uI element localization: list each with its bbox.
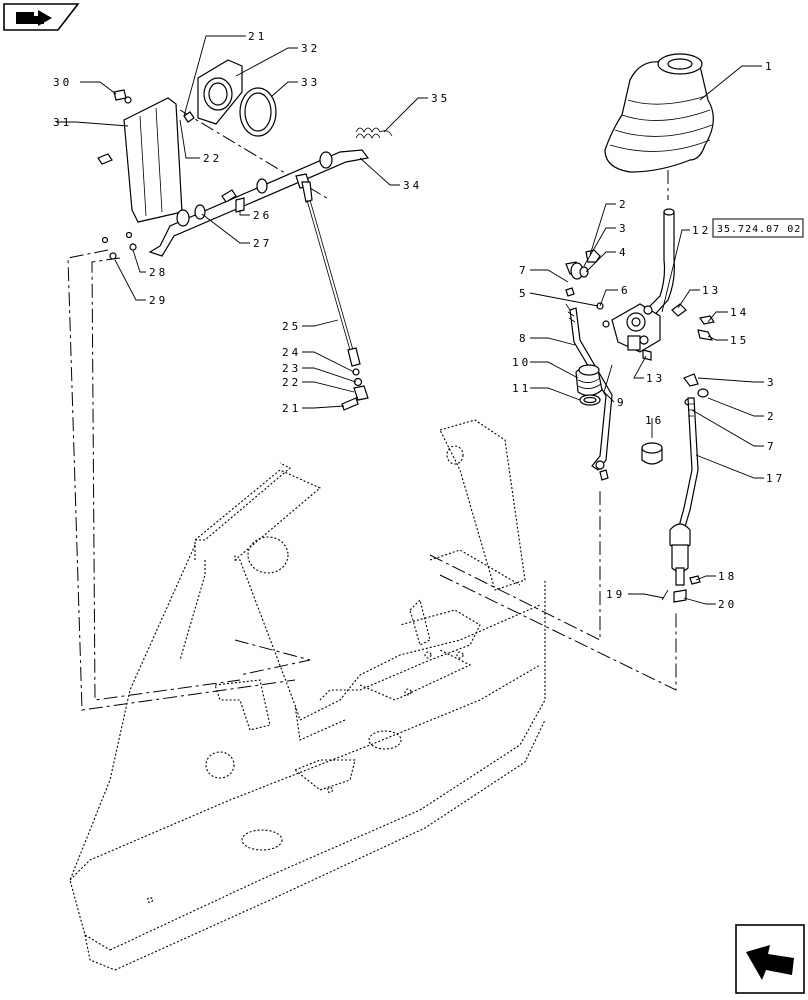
bracket-cover xyxy=(97,89,183,260)
callout-11: 11 xyxy=(512,382,531,395)
right-hardware xyxy=(565,249,715,406)
callout-14: 14 xyxy=(730,306,749,319)
shift-lever xyxy=(641,208,675,321)
callout-23: 23 xyxy=(282,362,301,375)
callout-3: 3 xyxy=(619,222,629,235)
callout-31: 31 xyxy=(53,116,72,129)
callout-15: 15 xyxy=(730,334,749,347)
callout-29: 29 xyxy=(149,294,168,307)
callout-22a: 22 xyxy=(203,152,222,165)
callouts: 1 2 3 4 5 6 7 8 9 10 11 12 13 13 14 15 1… xyxy=(53,30,785,611)
callout-35: 35 xyxy=(431,92,450,105)
next-page-arrow-icon[interactable] xyxy=(735,924,805,994)
callout-32: 32 xyxy=(301,42,320,55)
knob xyxy=(641,442,663,465)
callout-7: 7 xyxy=(519,264,529,277)
flange-and-ring xyxy=(183,59,277,137)
callout-27: 27 xyxy=(253,237,272,250)
gear-lever-boot xyxy=(604,53,714,173)
callout-20: 20 xyxy=(718,598,737,611)
bellows-and-ring xyxy=(575,364,603,406)
lower-lever xyxy=(661,397,701,603)
callout-1: 1 xyxy=(765,60,775,73)
reference-box[interactable]: 35.724.07 02 xyxy=(712,218,804,238)
callout-6: 6 xyxy=(621,284,631,297)
callout-2b: 2 xyxy=(767,410,777,423)
book-navigation-icon[interactable] xyxy=(3,3,80,31)
callout-18: 18 xyxy=(718,570,737,583)
callout-10: 10 xyxy=(512,356,531,369)
leader-lines xyxy=(56,35,764,605)
callout-26: 26 xyxy=(253,209,272,222)
callout-21a: 21 xyxy=(248,30,267,43)
callout-7b: 7 xyxy=(767,440,777,453)
callout-9: 9 xyxy=(617,396,627,409)
callout-30: 30 xyxy=(53,76,72,89)
spring xyxy=(355,127,393,139)
callout-25: 25 xyxy=(282,320,301,333)
pivot-housing xyxy=(611,303,661,361)
callout-17: 17 xyxy=(766,472,785,485)
callout-16: 16 xyxy=(645,414,664,427)
callout-34: 34 xyxy=(403,179,422,192)
callout-22b: 22 xyxy=(282,376,301,389)
shaft-assembly xyxy=(148,149,370,257)
reference-box-text: 35.724.07 02 xyxy=(717,224,801,235)
callout-13a: 13 xyxy=(702,284,721,297)
callout-5: 5 xyxy=(519,287,529,300)
callout-28: 28 xyxy=(149,266,168,279)
callout-33: 33 xyxy=(301,76,320,89)
link-rod xyxy=(301,181,369,411)
callout-19: 19 xyxy=(606,588,625,601)
callout-8: 8 xyxy=(519,332,529,345)
callout-2: 2 xyxy=(619,198,629,211)
callout-4: 4 xyxy=(619,246,629,259)
main-frame-outline xyxy=(69,419,546,971)
callout-13b: 13 xyxy=(646,372,665,385)
callout-12: 12 xyxy=(692,224,711,237)
callout-21b: 21 xyxy=(282,402,301,415)
callout-24: 24 xyxy=(282,346,301,359)
callout-3b: 3 xyxy=(767,376,777,389)
